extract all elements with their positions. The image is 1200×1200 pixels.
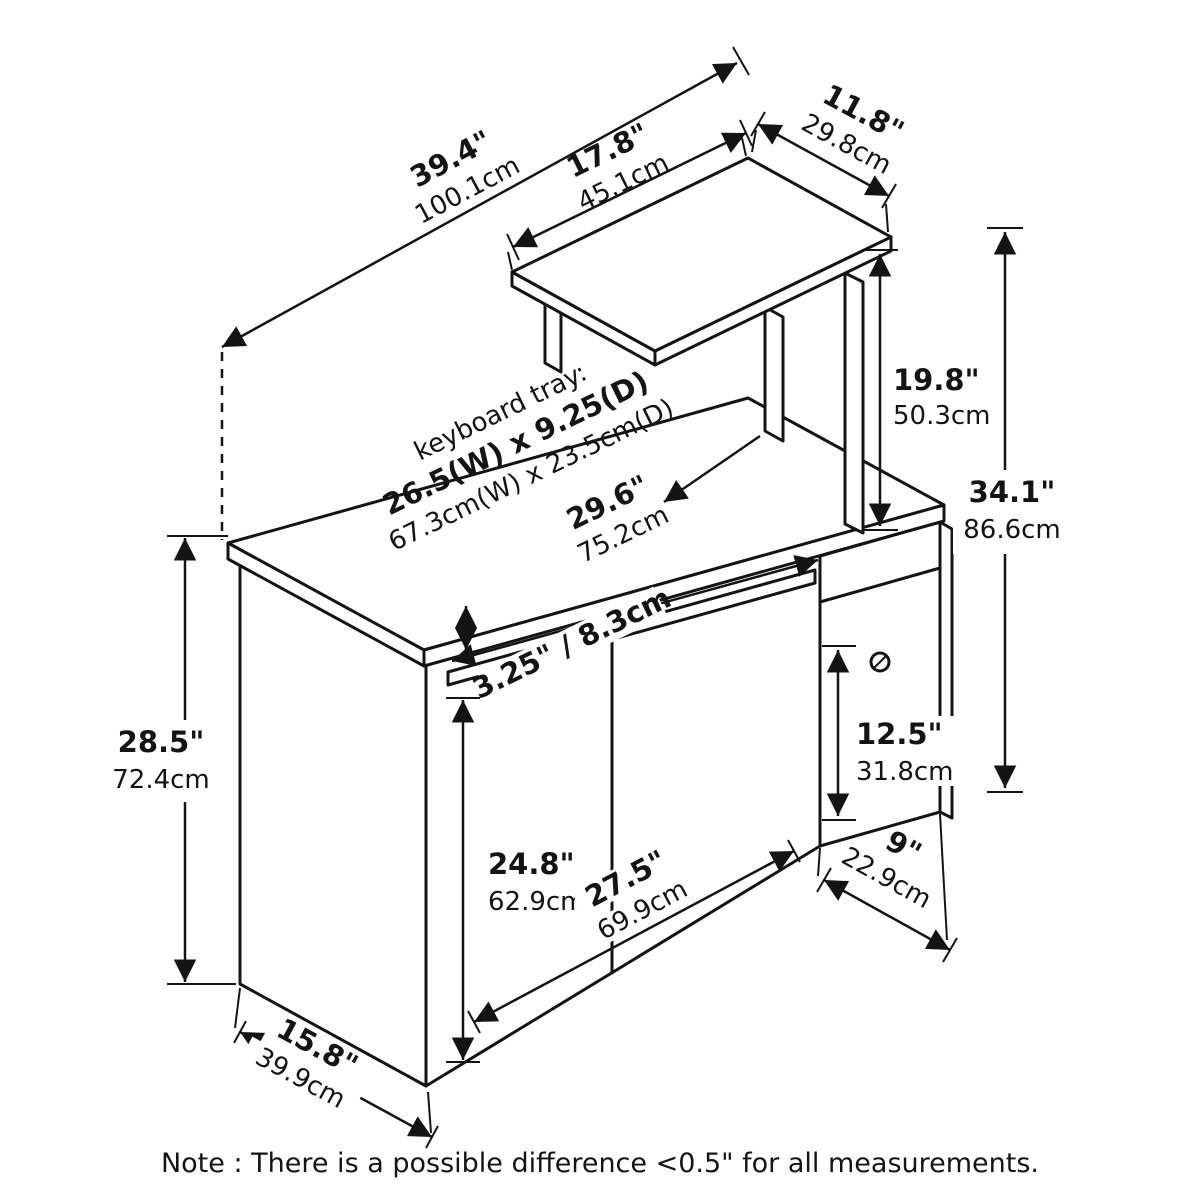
shelf-post-right (843, 271, 865, 535)
dim-total-height-in: 34.1" (969, 475, 1056, 509)
dim-shelf-height-in: 19.8" (893, 363, 980, 397)
monitor-shelf-top-face (510, 156, 893, 353)
dim-opening-width-label: 27.5" 69.9cm (571, 840, 706, 952)
measurement-note: Note : There is a possible difference <0… (161, 1148, 1039, 1179)
keyboard-tray-pointer-arrow (663, 434, 761, 504)
dim-shelf-depth-ext-1 (751, 129, 757, 153)
knob-slash-icon (873, 655, 887, 669)
dim-overall-width-arrow (221, 61, 738, 349)
dim-desk-depth-mask-1 (265, 1009, 370, 1085)
dim-desk-depth-ext-2 (427, 1091, 432, 1134)
dim-knee-clearance-in: 24.8" (488, 847, 575, 881)
dim-overall-width-tick (732, 46, 750, 76)
dim-desk-height-in: 28.5" (118, 725, 205, 759)
dim-shelf-height-cm: 50.3cm (893, 401, 991, 431)
dim-opening-width-arrow (473, 849, 795, 1024)
dim-shelf-width-arrow (512, 131, 747, 249)
dim-cabinet-height-label: 12.5" 31.8cm (852, 716, 962, 787)
dim-cabinet-height-in: 12.5" (856, 717, 943, 751)
dim-desk-height-label-mask (102, 720, 224, 802)
dim-knee-clearance-cm: 62.9cm (488, 887, 586, 917)
dim-shelf-width-ext-2 (741, 137, 747, 157)
shelf-post-middle (763, 305, 785, 443)
dim-desk-height-label: 28.5" 72.4cm (102, 720, 224, 802)
dim-cabinet-height-label-mask (852, 716, 962, 786)
dim-desk-height-cm: 72.4cm (112, 765, 210, 795)
dim-total-height-cm: 86.6cm (963, 515, 1061, 545)
dim-shelf-height-label: 19.8" 50.3cm (893, 363, 991, 431)
dim-cabinet-depth-arrow (823, 878, 951, 952)
dim-cabinet-depth-ext-2 (939, 813, 948, 941)
dim-opening-width-mask-1 (571, 840, 680, 917)
desk-drawing (226, 156, 954, 1088)
dim-tray-gap-label-mask (476, 586, 668, 702)
dim-overall-width-label: 39.4" 100.1cm (404, 123, 525, 230)
dim-desk-depth-ext-1 (234, 987, 241, 1029)
dim-knee-clearance-label: 24.8" 62.9cm (488, 847, 586, 917)
dim-total-height-label-mask (953, 470, 1073, 554)
dim-shelf-depth-ext-2 (885, 203, 889, 233)
dim-shelf-depth-label: 11.8" 29.8cm (796, 77, 909, 181)
dim-desk-depth-mask-2 (239, 1036, 362, 1120)
desktop-left-edge (226, 541, 426, 668)
dim-cabinet-height-cm: 31.8cm (856, 757, 954, 787)
dim-total-height-label: 34.1" 86.6cm (953, 470, 1073, 554)
dim-shelf-depth-arrow (757, 122, 890, 198)
cabinet-door-top-edge (818, 566, 942, 604)
dim-opening-width-mask-2 (579, 867, 706, 952)
dim-cabinet-depth-ext-1 (817, 847, 821, 877)
dim-shelf-width-ext-1 (507, 251, 513, 271)
